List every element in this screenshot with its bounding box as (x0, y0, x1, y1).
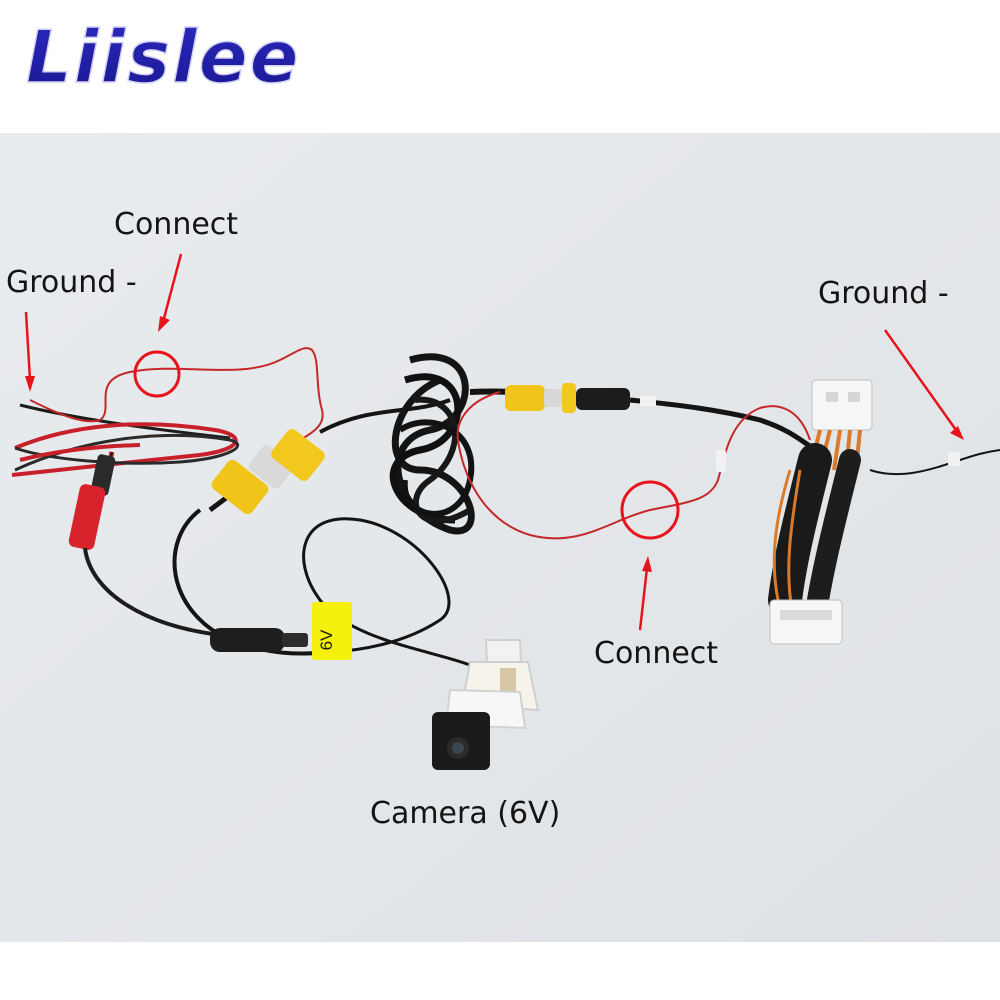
brand-logo-text: Liislee (26, 18, 300, 98)
camera-cable-loop (302, 517, 471, 667)
voltage-tag: 6V (312, 602, 352, 660)
connect-circle-left (133, 350, 181, 398)
ground-label-left: Ground - (6, 265, 137, 300)
ground-label-right: Ground - (818, 276, 949, 311)
black-connector-bottom (210, 628, 285, 652)
vehicle-harness (768, 379, 1000, 645)
rca-connector-yellow-top (505, 383, 812, 449)
brand-logo: Liislee (25, 18, 300, 98)
voltage-tag-text: 6V (317, 629, 336, 650)
trigger-wire-left (29, 347, 324, 441)
connect-label-left: Connect (114, 207, 239, 242)
backup-camera (432, 639, 540, 770)
product-photo: 6V (0, 133, 1000, 942)
camera-label: Camera (6V) (370, 796, 561, 831)
annotation-marks (24, 253, 964, 631)
trigger-wire-right (456, 391, 811, 540)
connect-circle-right (620, 480, 680, 540)
connect-label-right: Connect (594, 636, 719, 671)
power-cable-left (11, 403, 239, 637)
